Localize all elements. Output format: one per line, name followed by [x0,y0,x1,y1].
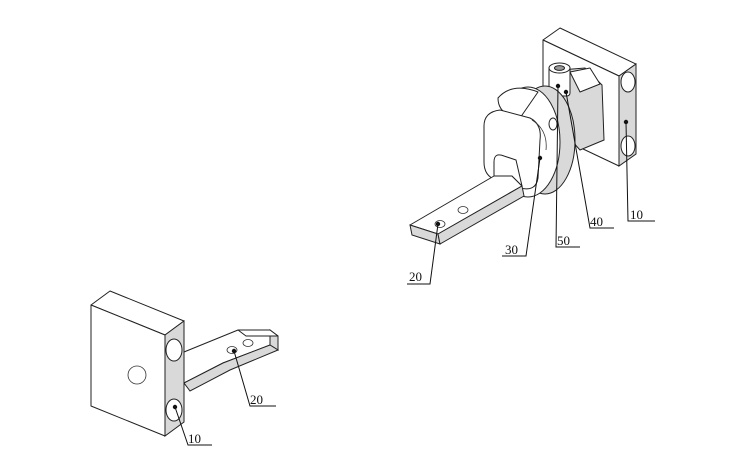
label-50-right: 50 [557,233,570,248]
right-leader-40: 40 [563,89,614,229]
label-10-right: 10 [630,207,643,222]
label-40-right: 40 [590,214,603,229]
label-10-left: 10 [188,431,201,446]
bracket-hole-icon [242,339,254,347]
mount-hole-icon [620,135,636,157]
label-20-right: 20 [409,269,422,284]
left-bracket-20 [183,329,280,392]
right-assembly: 10 40 50 30 20 [407,27,655,285]
bracket-hole-icon [226,346,238,354]
left-base-plate-10 [90,290,185,437]
right-bracket-20 [409,154,525,245]
base-hole-icon [127,365,147,385]
hex-socket-icon [554,65,565,71]
right-leader-10: 10 [623,119,655,222]
label-20-left: 20 [250,392,263,407]
right-leader-30: 30 [502,155,543,257]
mount-hole-icon [620,71,636,93]
right-leader-50: 50 [555,83,580,248]
right-leader-20: 20 [407,221,441,285]
left-leader-10: 10 [172,404,212,446]
pin-hole-icon [548,117,558,131]
left-assembly: 10 20 [90,290,280,446]
mount-hole-icon [165,338,183,362]
bracket-hole-icon [434,220,446,228]
bracket-hole-icon [457,206,469,214]
left-leader-20: 20 [231,348,276,407]
label-30-right: 30 [505,242,518,257]
mount-hole-icon [165,398,183,422]
